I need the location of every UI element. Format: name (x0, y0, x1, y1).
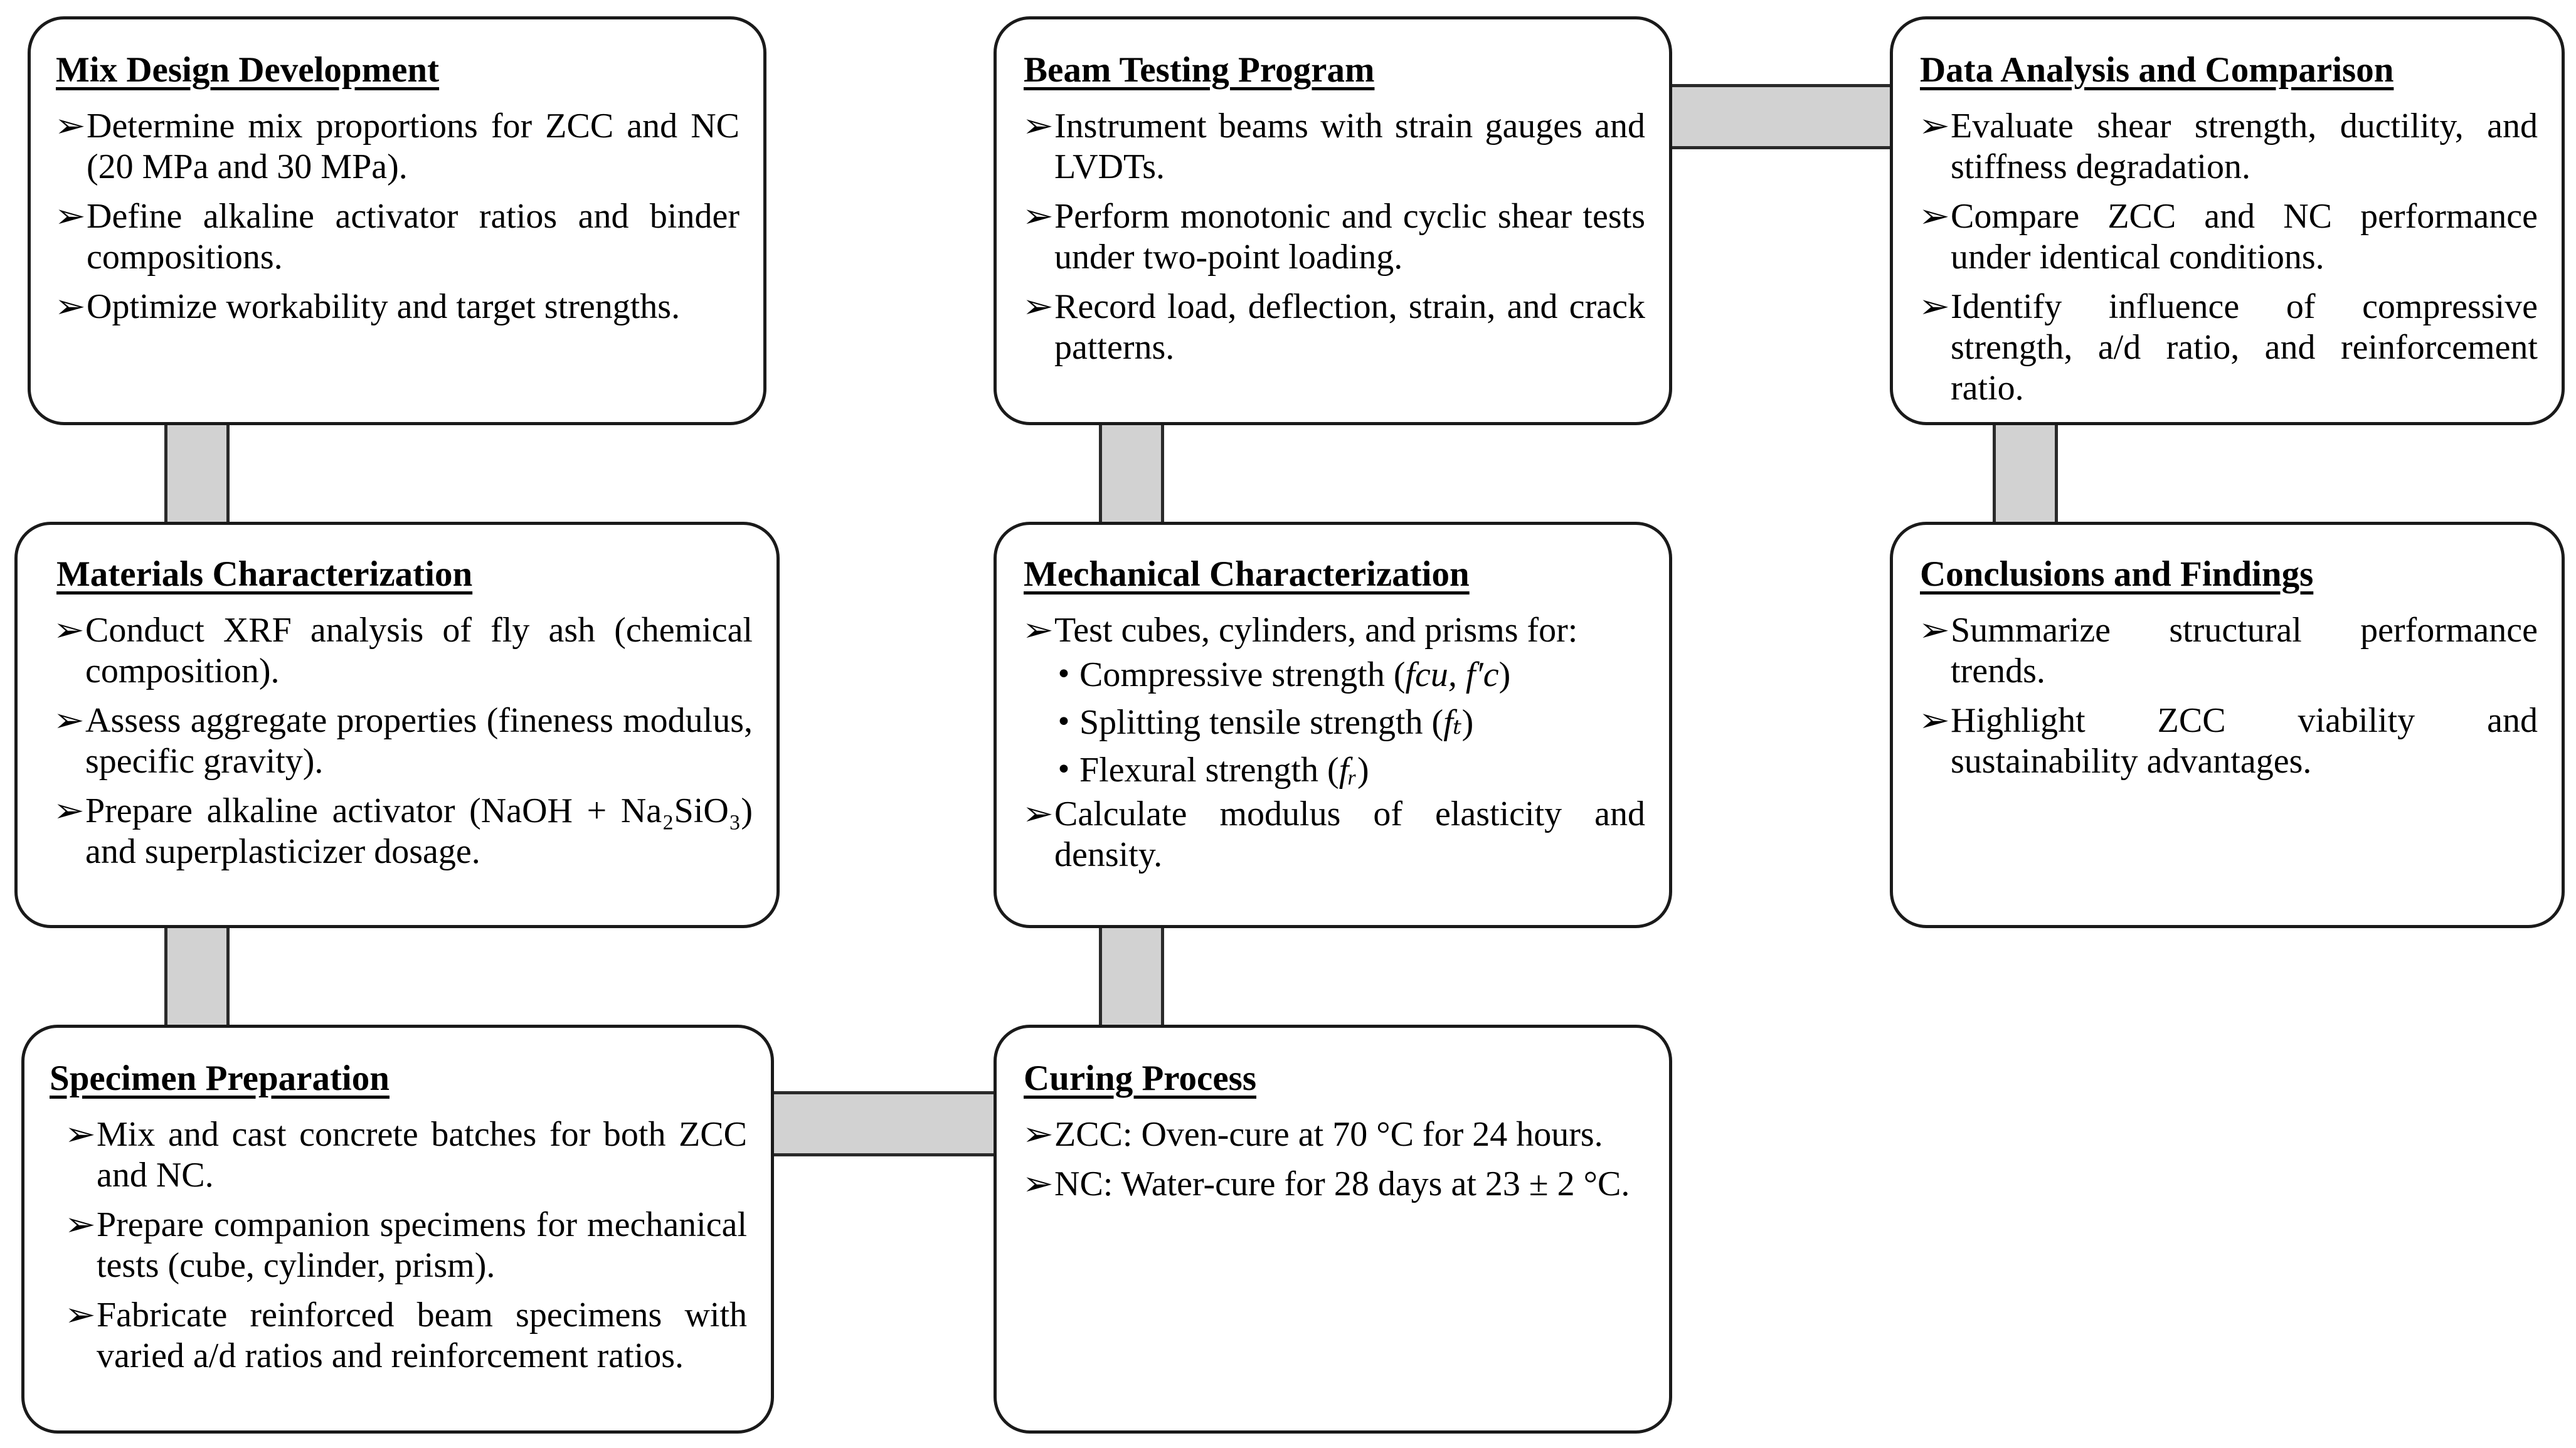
connector-mix-to-materials (164, 421, 230, 526)
arrow-bullet-icon: ➢ (54, 198, 86, 235)
arrow-bullet-icon: ➢ (1022, 611, 1054, 649)
arrow-bullet-icon: ➢ (1022, 198, 1054, 235)
sub-list-item: •Flexural strength (fᵣ) (1056, 746, 1645, 794)
sub-list-item: •Compressive strength (fcu, f′c) (1056, 651, 1645, 699)
specimen-title: Specimen Preparation (50, 1059, 390, 1098)
arrow-bullet-icon: ➢ (64, 1296, 96, 1334)
dot-bullet-icon: • (1056, 754, 1072, 786)
mix-design-box: Mix Design Development ➢Determine mix pr… (28, 16, 766, 425)
beam-testing-title: Beam Testing Program (1024, 50, 1375, 90)
conclusions-box: Conclusions and Findings ➢Summarize stru… (1890, 522, 2565, 928)
list-item: ➢Optimize workability and target strengt… (54, 287, 681, 326)
list-item: ➢Mix and cast concrete batches for both … (64, 1115, 747, 1195)
arrow-bullet-icon: ➢ (53, 702, 85, 739)
connector-materials-to-specimen (164, 924, 230, 1028)
conclusions-title: Conclusions and Findings (1920, 554, 2314, 594)
arrow-bullet-icon: ➢ (53, 792, 85, 830)
list-item: ➢Identify influence of compressive stren… (1918, 287, 2538, 408)
list-item: ➢Define alkaline activator ratios and bi… (54, 197, 739, 277)
arrow-bullet-icon: ➢ (1918, 107, 1950, 145)
conclusions-list: ➢Summarize structural performance trends… (1918, 610, 2538, 782)
mix-design-list: ➢Determine mix proportions for ZCC and N… (54, 106, 739, 327)
arrow-bullet-icon: ➢ (1022, 288, 1054, 325)
list-item: ➢Record load, deflection, strain, and cr… (1022, 287, 1645, 367)
list-item: ➢Assess aggregate properties (fineness m… (53, 701, 753, 781)
mechanical-title: Mechanical Characterization (1024, 554, 1470, 594)
arrow-bullet-icon: ➢ (54, 107, 86, 145)
arrow-bullet-icon: ➢ (1022, 1165, 1054, 1203)
beam-testing-list: ➢Instrument beams with strain gauges and… (1022, 106, 1645, 368)
specimen-box: Specimen Preparation ➢Mix and cast concr… (21, 1025, 774, 1434)
beam-testing-box: Beam Testing Program ➢Instrument beams w… (994, 16, 1672, 425)
arrow-bullet-icon: ➢ (1022, 107, 1054, 145)
connector-specimen-to-curing (770, 1091, 997, 1156)
list-item: ➢Instrument beams with strain gauges and… (1022, 107, 1645, 186)
arrow-bullet-icon: ➢ (53, 611, 85, 649)
list-item: ➢Highlight ZCC viability and sustainabil… (1918, 701, 2538, 781)
list-item: ➢Fabricate reinforced beam specimens wit… (64, 1296, 747, 1375)
materials-title: Materials Characterization (56, 554, 473, 594)
curing-list: ➢ZCC: Oven-cure at 70 °C for 24 hours. ➢… (1022, 1114, 1645, 1205)
connector-data-to-conclusions (1993, 421, 2058, 526)
list-item: ➢Summarize structural performance trends… (1918, 611, 2538, 690)
arrow-bullet-icon: ➢ (1022, 795, 1054, 833)
specimen-list: ➢Mix and cast concrete batches for both … (64, 1114, 747, 1377)
arrow-bullet-icon: ➢ (54, 288, 86, 325)
arrow-bullet-icon: ➢ (1918, 702, 1950, 739)
arrow-bullet-icon: ➢ (1918, 288, 1950, 325)
list-item: ➢Prepare alkaline activator (NaOH + Na₂S… (53, 791, 753, 871)
data-analysis-list: ➢Evaluate shear strength, ductility, and… (1918, 106, 2538, 409)
data-analysis-box: Data Analysis and Comparison ➢Evaluate s… (1890, 16, 2565, 425)
list-item: ➢NC: Water-cure for 28 days at 23 ± 2 °C… (1022, 1165, 1630, 1203)
arrow-bullet-icon: ➢ (1918, 198, 1950, 235)
arrow-bullet-icon: ➢ (1022, 1116, 1054, 1153)
list-item: ➢Evaluate shear strength, ductility, and… (1918, 107, 2538, 186)
data-analysis-title: Data Analysis and Comparison (1920, 50, 2394, 90)
sub-list-item: •Splitting tensile strength (fₜ) (1056, 699, 1645, 746)
curing-title: Curing Process (1024, 1059, 1257, 1098)
materials-list: ➢Conduct XRF analysis of fly ash (chemic… (53, 610, 753, 872)
list-item: ➢Test cubes, cylinders, and prisms for: (1022, 611, 1578, 650)
arrow-bullet-icon: ➢ (1918, 611, 1950, 649)
list-item: ➢Prepare companion specimens for mechani… (64, 1205, 747, 1285)
connector-beam-to-data (1668, 84, 1895, 149)
list-item: ➢Determine mix proportions for ZCC and N… (54, 107, 739, 186)
materials-box: Materials Characterization ➢Conduct XRF … (14, 522, 780, 928)
dot-bullet-icon: • (1056, 658, 1072, 690)
list-item: ➢Perform monotonic and cyclic shear test… (1022, 197, 1645, 277)
mechanical-box: Mechanical Characterization ➢Test cubes,… (994, 522, 1672, 928)
dot-bullet-icon: • (1056, 706, 1072, 738)
list-item: ➢ZCC: Oven-cure at 70 °C for 24 hours. (1022, 1115, 1603, 1154)
mechanical-list: ➢Test cubes, cylinders, and prisms for: … (1022, 610, 1645, 875)
arrow-bullet-icon: ➢ (64, 1116, 96, 1153)
mix-design-title: Mix Design Development (56, 50, 440, 90)
connector-curing-to-mechanical (1099, 924, 1164, 1028)
curing-box: Curing Process ➢ZCC: Oven-cure at 70 °C … (994, 1025, 1672, 1434)
list-item: ➢Conduct XRF analysis of fly ash (chemic… (53, 611, 753, 690)
list-item: ➢Compare ZCC and NC performance under id… (1918, 197, 2538, 277)
arrow-bullet-icon: ➢ (64, 1206, 96, 1244)
list-item: ➢Calculate modulus of elasticity and den… (1022, 795, 1645, 874)
connector-mechanical-to-beam (1099, 421, 1164, 526)
